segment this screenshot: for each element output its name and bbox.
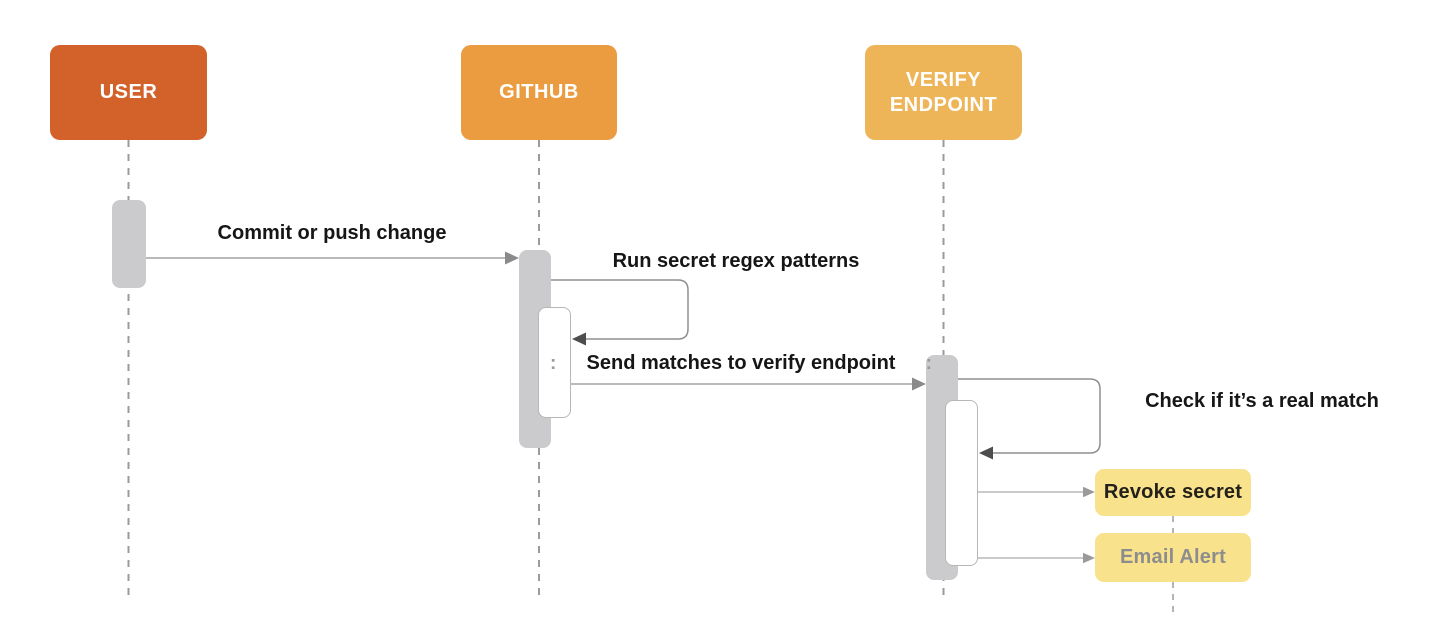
check-loop-arrow-head xyxy=(979,446,993,460)
message-label-commit: Commit or push change xyxy=(217,222,447,244)
message-label-run-regex: Run secret regex patterns xyxy=(612,250,860,272)
send-arrow-head xyxy=(912,377,926,391)
actor-box-github[interactable]: GITHUB xyxy=(461,45,617,140)
user-activation-bar xyxy=(112,200,146,288)
message-label-send: Send matches to verify endpoint xyxy=(586,352,896,374)
note-box-revoke-secret[interactable]: Revoke secret xyxy=(1095,469,1251,516)
revoke-arrow-head xyxy=(1083,486,1095,498)
note-box-email-alert[interactable]: Email Alert xyxy=(1095,533,1251,582)
commit-arrow-head xyxy=(505,251,519,265)
github-nested-activation-bar xyxy=(538,307,571,418)
check-self-loop xyxy=(958,378,1101,454)
actor-box-verify-endpoint[interactable]: VERIFY ENDPOINT xyxy=(865,45,1022,140)
regex-loop-arrow-head xyxy=(572,332,586,346)
send-label-suffix-colon: : xyxy=(925,353,932,374)
regex-self-loop xyxy=(551,279,689,340)
message-label-send-row: : Send matches to verify endpoint : xyxy=(550,352,932,375)
actor-box-user[interactable]: USER xyxy=(50,45,207,140)
email-arrow-head xyxy=(1083,552,1095,564)
send-label-prefix-colon: : xyxy=(550,353,557,374)
verify-nested-activation-bar xyxy=(945,400,978,566)
message-label-check-match: Check if it’s a real match xyxy=(1145,390,1379,412)
